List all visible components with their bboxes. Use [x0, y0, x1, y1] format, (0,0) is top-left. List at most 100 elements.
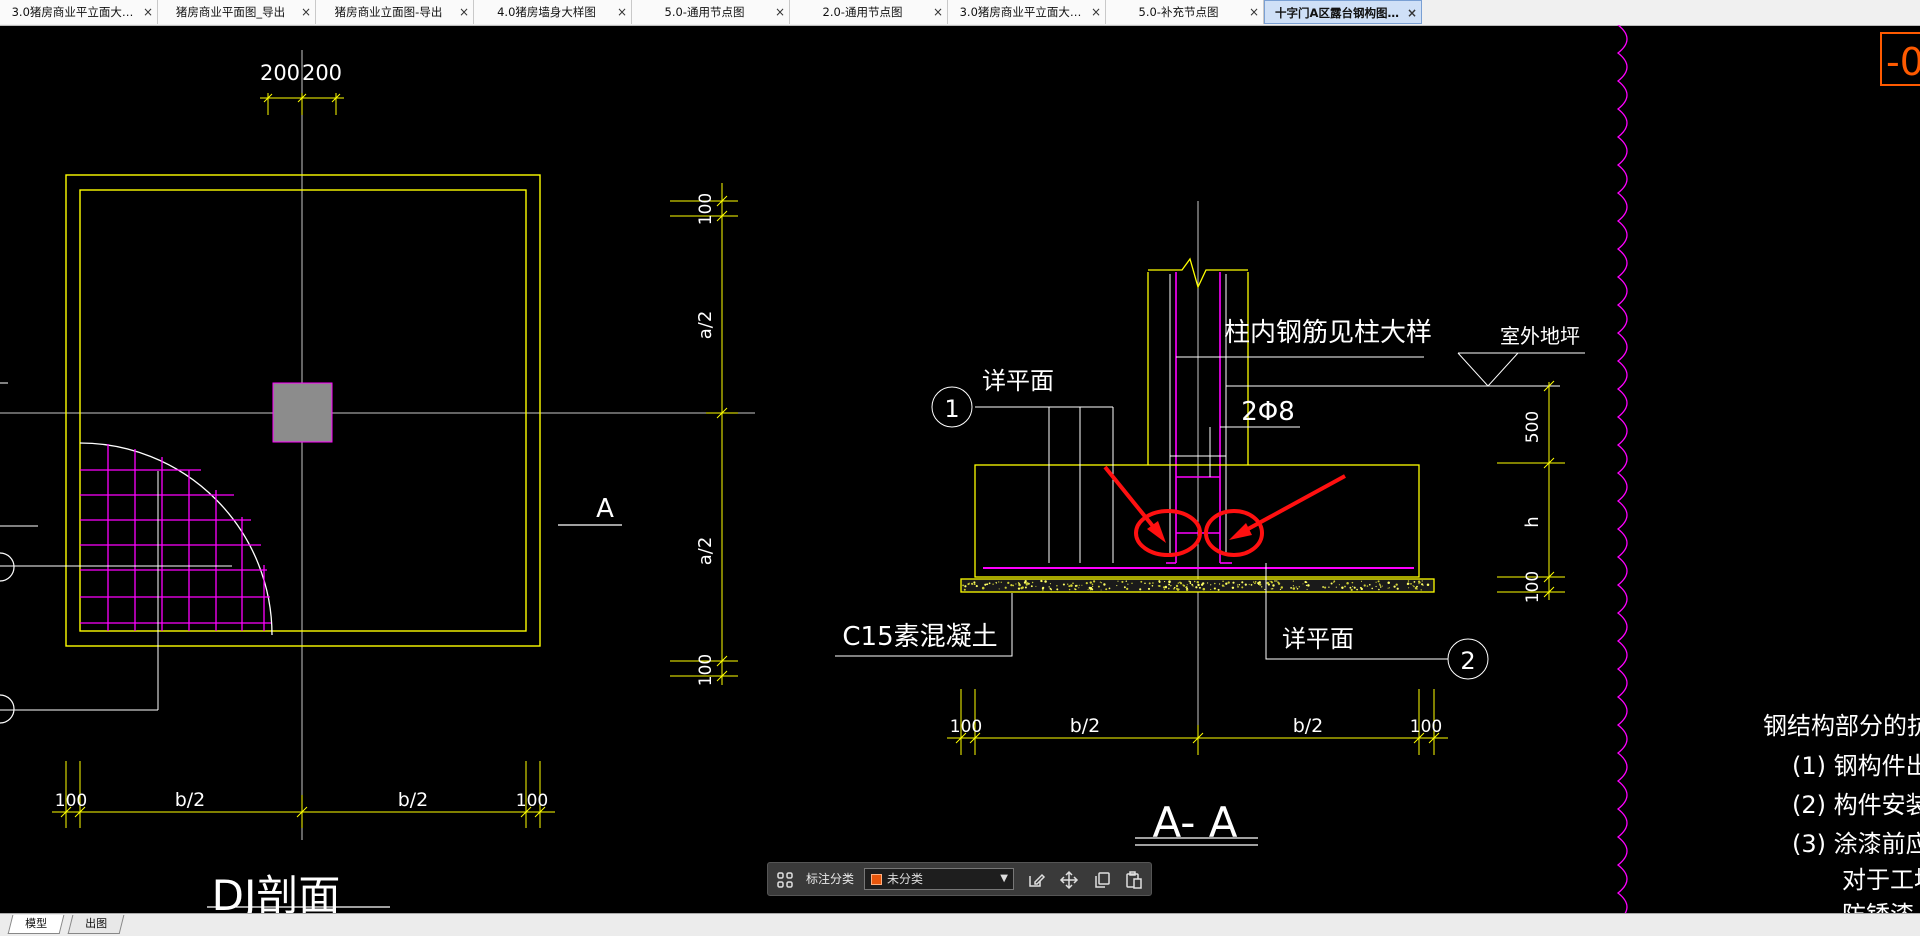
paste-icon[interactable]	[1124, 870, 1144, 890]
document-tab-8[interactable]: 5.0-补充节点图 ×	[1106, 0, 1264, 24]
section-dim-h-label: h	[1522, 516, 1543, 527]
category-value: 未分类	[887, 872, 924, 886]
leader-c15	[835, 593, 1013, 657]
outdoor-ground-symbol	[1226, 352, 1585, 387]
section-dim-bottom-left-edge-label: 100	[950, 717, 982, 737]
plan-dim-top-left-label: 200	[260, 61, 300, 85]
cad-drawing-canvas[interactable]: 200 200 100 a/2 a/2 100	[0, 25, 1920, 915]
section-dim-bottom-left-label: b/2	[1070, 715, 1101, 737]
document-tab-label: 猪房商业平面图_导出	[175, 5, 286, 19]
note-item-3b: 对于工地	[1842, 866, 1920, 894]
document-tab-label: 5.0-通用节点图	[664, 5, 745, 19]
plan-dim-right-lower-label: a/2	[695, 537, 716, 566]
plan-dim-bottom	[52, 761, 555, 828]
section-dim-bottom	[947, 689, 1448, 755]
layout-tab-print[interactable]: 出图	[67, 915, 125, 934]
close-icon[interactable]: ×	[1248, 5, 1259, 19]
close-icon[interactable]: ×	[616, 5, 627, 19]
note-title: 钢结构部分的抗震等	[1763, 712, 1920, 740]
note-item-1: (1) 钢构件出厂	[1792, 752, 1920, 780]
document-tab-6[interactable]: 2.0-通用节点图 ×	[790, 0, 948, 24]
close-icon[interactable]: ×	[142, 5, 153, 19]
callout-2-number: 2	[1460, 647, 1475, 675]
chevron-down-icon: ▼	[1000, 873, 1008, 884]
plan-dim-right	[670, 183, 738, 685]
edit-icon[interactable]	[1026, 870, 1046, 890]
grid-icon[interactable]	[775, 870, 795, 890]
document-tab-3[interactable]: 猪房商业立面图-导出 ×	[316, 0, 474, 24]
note-detail-plan-1: 详平面	[982, 367, 1054, 395]
layout-tab-model-label: 模型	[25, 917, 48, 930]
revision-cloud-border	[1616, 25, 1628, 915]
close-icon[interactable]: ×	[774, 5, 785, 19]
close-icon[interactable]: ×	[300, 5, 311, 19]
document-tab-label: 十字门A区露台钢构图…	[1275, 6, 1399, 20]
note-detail-plan-2: 详平面	[1282, 625, 1354, 653]
c15-bedding-hatch	[962, 579, 1430, 592]
elevation-tag-box	[1880, 32, 1920, 86]
column-stub	[1147, 257, 1249, 465]
document-tab-label: 4.0猪房墙身大样图	[497, 5, 596, 19]
category-label: 标注分类	[806, 872, 855, 886]
layout-tab-model[interactable]: 模型	[7, 915, 65, 934]
plan-dim-right-upper-label: a/2	[695, 311, 716, 340]
close-icon[interactable]: ×	[1406, 6, 1417, 20]
section-mark-label: A	[596, 494, 614, 524]
general-notes: 钢结构部分的抗震等 (1) 钢构件出厂 (2) 构件安装后 (3) 涂漆前应 对…	[1763, 712, 1920, 915]
markup-arrowheads	[1147, 521, 1252, 543]
close-icon[interactable]: ×	[932, 5, 943, 19]
document-tab-label: 2.0-通用节点图	[822, 5, 903, 19]
document-tab-label: 3.0猪房商业平立面大…	[959, 5, 1082, 19]
footing-section	[974, 464, 1420, 578]
plan-dim-top-right-label: 200	[302, 61, 342, 85]
section-dim-bottom-right-edge-label: 100	[1410, 717, 1442, 737]
category-dropdown[interactable]: 未分类 ▼	[864, 868, 1014, 890]
markup-annotations[interactable]	[1103, 465, 1346, 557]
document-tab-1[interactable]: 3.0猪房商业平立面大…×	[0, 0, 158, 24]
plan-dim-right-bottom-label: 100	[696, 654, 716, 686]
callout-1-number: 1	[944, 395, 959, 423]
elevation-tag-text: -0	[1886, 40, 1920, 84]
plan-dim-right-top-label: 100	[696, 193, 716, 225]
document-tab-label: 猪房商业立面图-导出	[334, 5, 443, 19]
plan-dim-bottom-right-edge-label: 100	[516, 791, 548, 811]
rebar-mesh-cutaway	[0, 382, 273, 724]
markup-arrow-left[interactable]	[1103, 465, 1162, 537]
column-rebar	[1166, 272, 1232, 564]
document-tab-7[interactable]: 3.0猪房商业平立面大… ×	[948, 0, 1106, 24]
plan-dim-bottom-right-label: b/2	[398, 789, 429, 811]
document-tab-5[interactable]: 5.0-通用节点图 ×	[632, 0, 790, 24]
footing-outline-inner	[79, 189, 527, 632]
note-item-3c: 防锈漆	[1842, 901, 1914, 915]
markup-arrow-right[interactable]	[1236, 474, 1346, 537]
document-tab-2[interactable]: 猪房商业平面图_导出 ×	[158, 0, 316, 24]
section-dim-right	[1497, 380, 1565, 600]
note-column-rebar: 柱内钢筋见柱大样	[1224, 318, 1432, 348]
markup-circle-left[interactable]	[1134, 509, 1202, 557]
note-c15-concrete: C15素混凝土	[842, 622, 997, 652]
column-section	[272, 382, 333, 443]
plan-title: DJ剖面	[212, 871, 341, 915]
note-item-2: (2) 构件安装后	[1792, 791, 1920, 819]
category-color-swatch	[871, 874, 882, 885]
leader-detail-plan-1	[931, 386, 1114, 563]
footing-outline-outer	[65, 174, 541, 647]
document-tab-4[interactable]: 4.0猪房墙身大样图 ×	[474, 0, 632, 24]
section-dim-500-label: 500	[1523, 411, 1543, 443]
plan-dim-top	[260, 93, 344, 115]
layout-tab-bar: 模型 出图	[0, 913, 1920, 936]
note-outdoor-ground: 室外地坪	[1500, 324, 1580, 348]
plan-dim-bottom-left-edge-label: 100	[55, 791, 87, 811]
document-tab-label: 5.0-补充节点图	[1138, 5, 1219, 19]
close-icon[interactable]: ×	[458, 5, 469, 19]
document-tab-9[interactable]: 十字门A区露台钢构图… ×	[1264, 0, 1422, 24]
foundation-plan-view: 200 200 100 a/2 a/2 100	[0, 50, 755, 915]
section-dim-bottom-right-label: b/2	[1293, 715, 1324, 737]
markup-circle-right[interactable]	[1204, 509, 1264, 557]
section-aa-view: 1 详平面 柱内钢筋见柱大样 室外地坪 2Φ8 500	[835, 201, 1585, 847]
move-icon[interactable]	[1059, 870, 1079, 890]
close-icon[interactable]: ×	[1090, 5, 1101, 19]
copy-icon[interactable]	[1092, 870, 1112, 890]
layout-tab-print-label: 出图	[85, 917, 108, 930]
leader-rebar-label	[1209, 426, 1300, 477]
